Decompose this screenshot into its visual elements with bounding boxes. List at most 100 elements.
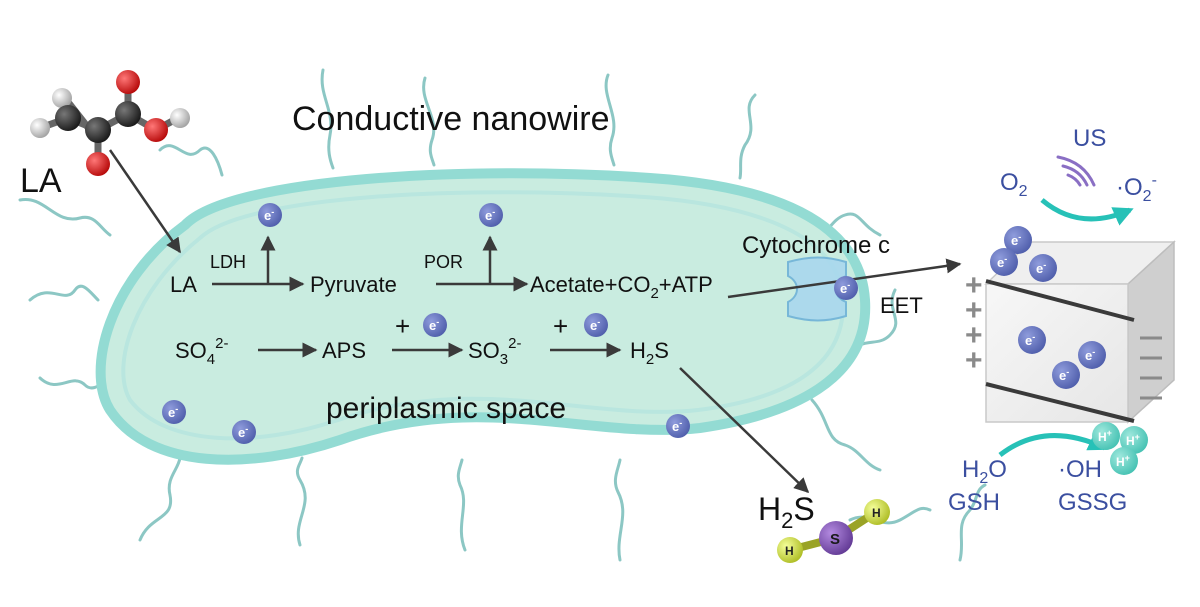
- svg-text:+: +: [965, 319, 983, 352]
- h2s-inner-label: H2S: [630, 338, 669, 368]
- svg-text:e-: e-: [590, 317, 600, 333]
- electron-badge: e-: [834, 276, 858, 300]
- cytochrome-c-channel: [787, 256, 847, 322]
- hydrogen-atom: [170, 108, 190, 128]
- nanowire: [958, 483, 987, 562]
- cell-inner-membrane: [121, 190, 846, 441]
- nanowire: [858, 288, 898, 347]
- carbon-atom: [55, 105, 81, 131]
- plus-sign: +: [395, 311, 410, 341]
- hydrogen-atom: [777, 537, 803, 563]
- band-line-lower: [985, 382, 1135, 423]
- nanowire: [456, 458, 467, 552]
- arrow-o2-to-superoxide: [1040, 198, 1134, 226]
- proton-badge: H+: [1110, 447, 1138, 475]
- ultrasound-waves-icon: [1056, 155, 1096, 187]
- cytochrome-c-label: Cytochrome c: [742, 232, 890, 259]
- nanowire: [320, 68, 335, 170]
- hydrogen-atom: [864, 499, 890, 525]
- svg-text:e-: e-: [264, 207, 274, 223]
- electron-badge: e-: [990, 248, 1018, 276]
- electron-badge: e-: [584, 313, 608, 337]
- nanowire: [295, 456, 307, 547]
- electron-badge: e-: [1029, 254, 1057, 282]
- gsh-label: GSH: [948, 489, 1000, 516]
- hydrogen-atom: [52, 88, 72, 108]
- svg-text:+: +: [965, 269, 983, 302]
- svg-text:e-: e-: [1011, 232, 1021, 248]
- band-line-upper: [985, 279, 1135, 322]
- carbon-atom: [85, 117, 111, 143]
- svg-text:e-: e-: [168, 404, 178, 420]
- nanowire: [28, 284, 100, 302]
- electron-badge: e-: [1078, 341, 1106, 369]
- sulfite-label: SO32-: [468, 335, 521, 368]
- hydrogen-atom: [30, 118, 50, 138]
- cube-positive-charges: + + + +: [965, 269, 983, 377]
- la-inner-label: LA: [170, 272, 197, 297]
- periplasmic-space-label: periplasmic space: [326, 392, 566, 425]
- svg-text:e-: e-: [485, 207, 495, 223]
- electron-badge: e-: [232, 420, 256, 444]
- arrow-h2s-export: [679, 367, 810, 494]
- nanowire: [613, 458, 625, 562]
- electron-badge: e-: [1018, 326, 1046, 354]
- us-label: US: [1073, 125, 1106, 152]
- cube-negative-charges: [1140, 336, 1162, 400]
- nanowire: [138, 456, 182, 542]
- pyruvate-label: Pyruvate: [310, 272, 397, 297]
- oxygen-atom: [144, 118, 168, 142]
- svg-text:e-: e-: [429, 317, 439, 333]
- h2o-label: H2O: [962, 456, 1007, 487]
- oxygen-atom: [116, 70, 140, 94]
- cell-outer-membrane: [95, 168, 871, 465]
- nanowire: [738, 93, 757, 180]
- svg-text:e-: e-: [1036, 260, 1046, 276]
- o2-label: O2: [1000, 169, 1028, 200]
- svg-text:H+: H+: [1116, 453, 1130, 469]
- proton-badge: H+: [1120, 426, 1148, 454]
- svg-text:e-: e-: [1025, 332, 1035, 348]
- aps-label: APS: [322, 338, 366, 363]
- ldh-label: LDH: [210, 252, 246, 272]
- svg-text:S: S: [830, 531, 840, 548]
- svg-text:+: +: [965, 344, 983, 377]
- por-label: POR: [424, 252, 463, 272]
- bacterial-cell: [95, 168, 871, 465]
- nanowire: [604, 73, 616, 167]
- h2s-outer-label: H2S: [758, 491, 815, 533]
- electron-badge: e-: [666, 414, 690, 438]
- la-outside-label: LA: [20, 162, 62, 200]
- sulfur-atom: [819, 521, 853, 555]
- svg-text:e-: e-: [238, 424, 248, 440]
- title-conductive-nanowire: Conductive nanowire: [292, 100, 610, 138]
- arrow-la-uptake: [108, 149, 182, 254]
- svg-text:H+: H+: [1098, 428, 1112, 444]
- electron-badge: e-: [479, 203, 503, 227]
- arrow-h2o-to-hydroxyl: [998, 432, 1109, 457]
- svg-text:e-: e-: [1085, 347, 1095, 363]
- nanowire: [422, 76, 436, 167]
- nanowire: [158, 144, 224, 177]
- acetate-co2-atp-label: Acetate+CO2+ATP: [530, 272, 713, 302]
- electron-badge: e-: [162, 400, 186, 424]
- h2s-molecule: H S H: [777, 499, 890, 563]
- svg-text:+: +: [965, 294, 983, 327]
- proton-badge: H+: [1092, 422, 1120, 450]
- nanowire: [810, 398, 882, 472]
- eet-label: EET: [880, 293, 923, 318]
- superoxide-label: ·O2-: [1116, 172, 1157, 205]
- sulfate-label: SO42-: [175, 335, 228, 368]
- electron-badge: e-: [1004, 226, 1032, 254]
- svg-text:e-: e-: [840, 280, 850, 296]
- oxygen-atom: [86, 152, 110, 176]
- svg-text:H+: H+: [1126, 432, 1140, 448]
- svg-text:H: H: [785, 544, 794, 558]
- electron-badge: e-: [1052, 361, 1080, 389]
- svg-text:e-: e-: [997, 254, 1007, 270]
- lactic-acid-molecule: [30, 70, 190, 176]
- electron-badge: e-: [258, 203, 282, 227]
- gssg-label: GSSG: [1058, 489, 1127, 516]
- plus-sign: +: [553, 311, 568, 341]
